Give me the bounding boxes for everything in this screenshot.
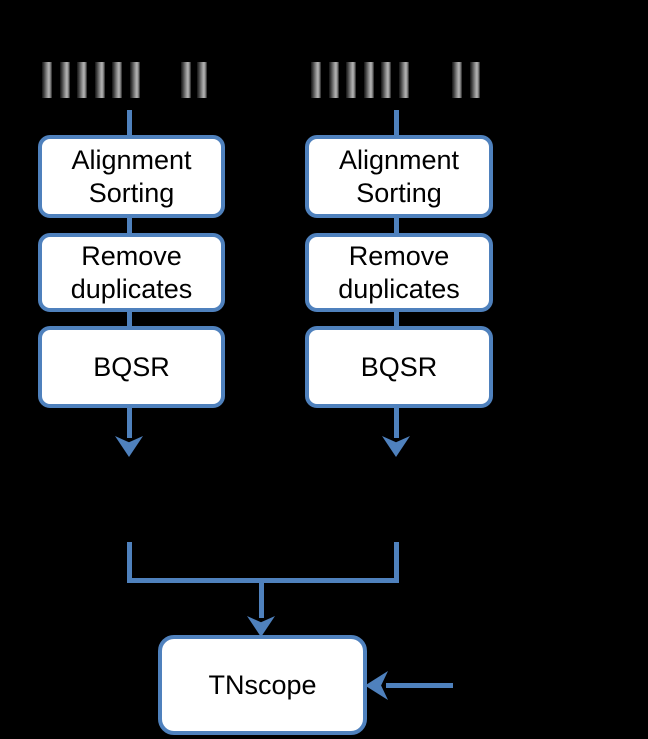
step-label: Remove duplicates xyxy=(338,240,460,304)
merge-bracket-right xyxy=(394,542,399,583)
connector-line xyxy=(127,217,132,234)
step-label: BQSR xyxy=(93,351,170,382)
step-box-remove-duplicates: Remove duplicates xyxy=(305,233,493,312)
output-arrow-stem xyxy=(394,407,399,438)
merge-bracket-left xyxy=(127,542,132,583)
connector-line xyxy=(127,311,132,327)
output-arrow-stem xyxy=(127,407,132,438)
step-label: Alignment Sorting xyxy=(338,144,460,208)
step-label: BQSR xyxy=(360,351,438,382)
read-bar xyxy=(452,62,462,98)
read-bar xyxy=(77,62,87,98)
read-bar xyxy=(130,62,140,98)
side-input-arrow-line xyxy=(386,683,453,688)
read-bar xyxy=(311,62,321,98)
step-box-alignment-sorting: Alignment Sorting xyxy=(305,135,493,218)
read-bar xyxy=(399,62,409,98)
tnscope-box: TNscope xyxy=(158,635,367,735)
connector-line xyxy=(127,110,132,135)
merge-bracket-bar xyxy=(127,578,399,583)
step-box-bqsr: BQSR xyxy=(305,326,493,408)
read-bar xyxy=(95,62,105,98)
read-bar xyxy=(364,62,374,98)
merge-box-label: TNscope xyxy=(208,669,317,700)
read-bar xyxy=(381,62,391,98)
read-bar xyxy=(197,62,207,98)
merge-stem-line xyxy=(259,582,264,618)
step-label: Alignment Sorting xyxy=(71,144,192,208)
connector-line xyxy=(394,217,399,234)
connector-line xyxy=(394,110,399,135)
read-bar xyxy=(181,62,191,98)
step-box-remove-duplicates: Remove duplicates xyxy=(38,233,225,312)
arrow-down-icon xyxy=(247,616,275,637)
read-bar xyxy=(60,62,70,98)
step-box-alignment-sorting: Alignment Sorting xyxy=(38,135,225,218)
read-bar xyxy=(470,62,480,98)
step-box-bqsr: BQSR xyxy=(38,326,225,408)
read-bar xyxy=(346,62,356,98)
arrow-left-icon xyxy=(365,671,388,700)
arrow-down-icon xyxy=(115,436,143,457)
arrow-down-icon xyxy=(382,436,410,457)
connector-line xyxy=(394,311,399,327)
read-bar xyxy=(112,62,122,98)
read-bar xyxy=(329,62,339,98)
read-bar xyxy=(42,62,52,98)
step-label: Remove duplicates xyxy=(70,240,193,304)
